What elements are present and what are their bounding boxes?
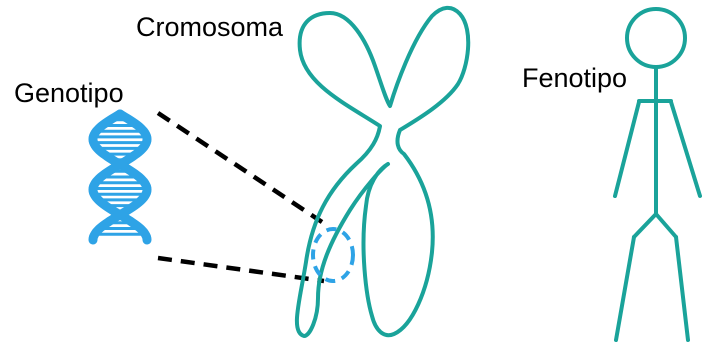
chromosome-outline [297,8,468,336]
stick-figure-icon [615,9,700,340]
figure-left-arm [615,102,639,196]
figure-right-arm [671,102,700,196]
figure-right-leg [676,237,688,340]
figure-left-hip [634,214,656,237]
chromosome-label: Cromosoma [136,12,284,42]
figure-right-hip [656,214,676,237]
genotype-label: Genotipo [14,78,124,108]
zoom-line-top [158,113,322,222]
figure-left-leg [616,237,634,340]
dna-double-helix-icon [93,114,147,240]
zoom-lines [158,113,324,281]
zoom-line-bottom [158,258,324,281]
phenotype-label: Fenotipo [522,63,627,93]
figure-head [627,9,685,67]
